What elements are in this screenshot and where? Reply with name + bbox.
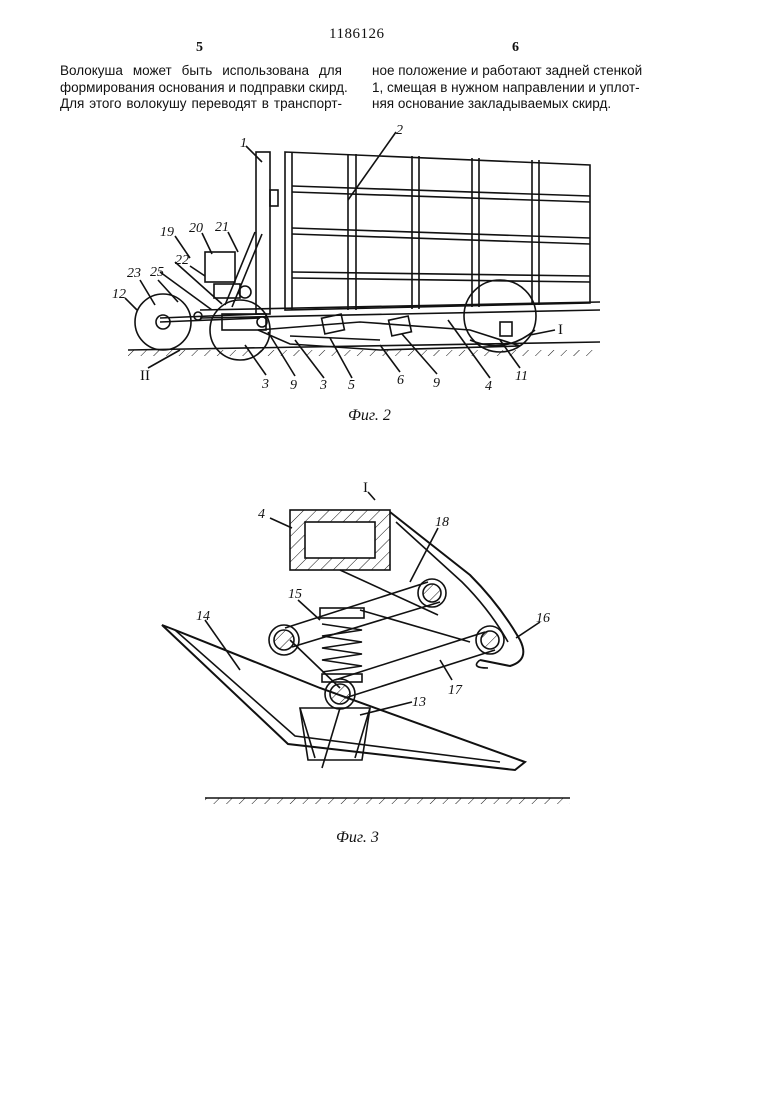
figure2-label: 9 xyxy=(290,378,297,393)
figure2-label: 20 xyxy=(189,221,203,236)
text-line: няя основание закладываемых скирд. xyxy=(372,96,612,111)
text-line: Для этого волокушу переводят в транспорт… xyxy=(60,96,342,111)
figure2-label: 9 xyxy=(433,376,440,391)
figure3-label: 15 xyxy=(288,587,302,602)
figure3-label: 18 xyxy=(435,515,449,530)
figure3-label: I xyxy=(363,480,368,496)
figure3-caption: Фиг. 3 xyxy=(336,829,379,846)
page-number-left: 5 xyxy=(196,40,203,55)
figure2-label: 1 xyxy=(240,136,247,151)
figure2-label: 2 xyxy=(396,123,403,138)
figure2-label: 6 xyxy=(397,373,404,388)
figure2-label: 25 xyxy=(150,265,164,280)
text-line: Волокуша может быть использована для xyxy=(60,63,342,78)
figure2-label: 5 xyxy=(348,378,355,393)
patent-number: 1186126 xyxy=(329,26,385,42)
text-line: 1, смещая в нужном направлении и уплот- xyxy=(372,79,640,95)
figure2-label: 11 xyxy=(515,369,528,384)
figure2-label: 19 xyxy=(160,225,174,240)
figure3-label: 16 xyxy=(536,611,550,626)
figure2-label: II xyxy=(140,368,150,384)
figure2-label: 3 xyxy=(319,378,327,393)
figure2-label: 12 xyxy=(112,287,126,302)
figure3-label: 4 xyxy=(258,507,265,522)
figure3-label: 13 xyxy=(412,695,426,710)
figure2-caption: Фиг. 2 xyxy=(348,407,391,424)
text-line: ное положение и работают задней стенкой xyxy=(372,63,643,78)
figure2-label: 21 xyxy=(215,220,229,235)
page-number-right: 6 xyxy=(512,40,519,55)
figure3-label: 14 xyxy=(196,609,210,624)
figure2-label: 4 xyxy=(485,379,492,394)
figure2-label: 23 xyxy=(127,266,141,281)
figure2-label: I xyxy=(558,322,563,338)
text-column-right: ное положение и работают задней стенкой … xyxy=(372,63,692,113)
figure-3-drawing: I 4 18 15 16 14 17 13 Фиг. 3 xyxy=(161,480,570,846)
figure2-label: 3 xyxy=(261,377,269,392)
text-column-left: Волокуша может быть использована для фор… xyxy=(60,63,348,113)
figure-2-drawing: 1 2 19 20 21 22 23 25 12 I II 3 9 3 5 6 … xyxy=(112,123,601,424)
text-line: формирования основания и подправки скирд… xyxy=(60,79,348,95)
figure2-label: 22 xyxy=(175,253,189,268)
figure3-label: 17 xyxy=(448,683,463,698)
